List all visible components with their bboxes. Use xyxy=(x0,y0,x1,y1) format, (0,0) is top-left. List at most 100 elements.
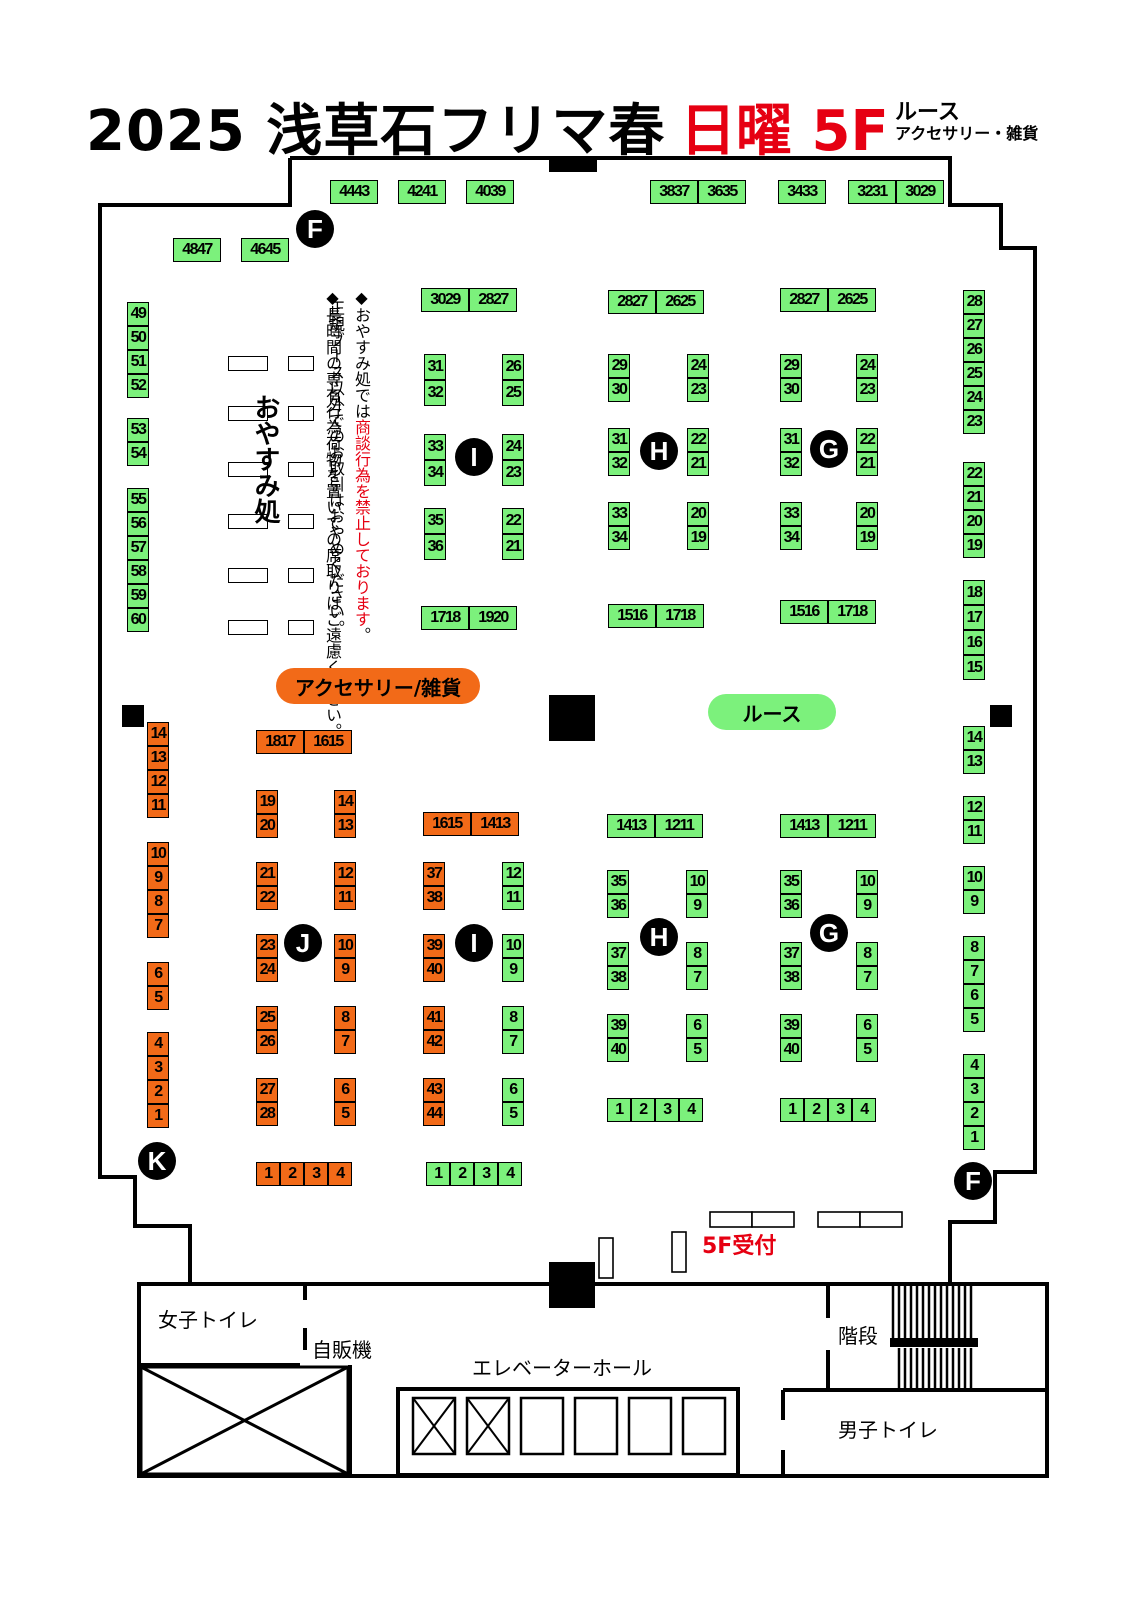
rest-area-title: おやすみ処 xyxy=(250,394,280,524)
island-marker-j: J xyxy=(284,924,322,962)
rest-chair xyxy=(228,356,268,371)
booth-1: 1 xyxy=(426,1162,450,1186)
booth-25: 25 xyxy=(502,380,524,406)
booth-27: 27 xyxy=(256,1078,278,1102)
booth-30-29: 3029 xyxy=(421,288,469,312)
booth-8: 8 xyxy=(963,936,985,960)
rest-chair xyxy=(228,406,268,421)
booth-32: 32 xyxy=(780,452,802,476)
booth-4: 4 xyxy=(679,1098,703,1122)
booth-10: 10 xyxy=(686,870,708,894)
booth-28-27: 2827 xyxy=(780,288,828,312)
booth-58: 58 xyxy=(127,560,149,584)
booth-1: 1 xyxy=(780,1098,804,1122)
zone-label-loose: ルース xyxy=(708,694,836,730)
booth-6: 6 xyxy=(856,1014,878,1038)
booth-8: 8 xyxy=(334,1006,356,1030)
booth-39: 39 xyxy=(423,934,445,958)
booth-4: 4 xyxy=(498,1162,522,1186)
booth-17: 17 xyxy=(963,605,985,630)
booth-5: 5 xyxy=(502,1102,524,1126)
booth-24: 24 xyxy=(687,354,709,378)
booth-10: 10 xyxy=(856,870,878,894)
booth-21: 21 xyxy=(256,862,278,886)
booth-59: 59 xyxy=(127,584,149,608)
booth-35: 35 xyxy=(780,870,802,894)
booth-23: 23 xyxy=(963,410,985,434)
day-floor-label: 日曜 5F xyxy=(680,99,889,164)
booth-56: 56 xyxy=(127,512,149,536)
booth-26-25: 2625 xyxy=(656,290,704,314)
booth-13: 13 xyxy=(334,814,356,838)
booth-25: 25 xyxy=(256,1006,278,1030)
booth-43: 43 xyxy=(423,1078,445,1102)
booth-17-18: 1718 xyxy=(656,604,704,628)
booth-37: 37 xyxy=(423,862,445,886)
booth-15-16: 1516 xyxy=(780,600,828,624)
booth-5: 5 xyxy=(686,1038,708,1062)
men-toilet-label: 男子トイレ xyxy=(838,1418,938,1442)
booth-1: 1 xyxy=(607,1098,631,1122)
booth-22: 22 xyxy=(502,508,524,534)
booth-11: 11 xyxy=(334,886,356,910)
women-toilet-label: 女子トイレ xyxy=(158,1308,258,1332)
booth-6: 6 xyxy=(147,962,169,986)
booth-21: 21 xyxy=(856,452,878,476)
booth-32-31: 3231 xyxy=(848,180,896,204)
booth-9: 9 xyxy=(686,894,708,918)
booth-31: 31 xyxy=(608,428,630,452)
booth-7: 7 xyxy=(502,1030,524,1054)
booth-19-20: 1920 xyxy=(469,606,517,630)
booth-12: 12 xyxy=(963,796,985,820)
booth-21: 21 xyxy=(502,534,524,560)
booth-8: 8 xyxy=(686,942,708,966)
booth-3: 3 xyxy=(304,1162,328,1186)
stairs-label: 階段 xyxy=(838,1324,878,1348)
booth-3: 3 xyxy=(147,1056,169,1080)
booth-5: 5 xyxy=(856,1038,878,1062)
booth-9: 9 xyxy=(502,958,524,982)
booth-30: 30 xyxy=(780,378,802,402)
rest-chair xyxy=(288,356,314,371)
booth-17-18: 1718 xyxy=(421,606,469,630)
booth-16-15: 1615 xyxy=(304,730,352,754)
booth-9: 9 xyxy=(963,890,985,914)
rest-area-note-1: ◆おやすみ処では商談行為を禁止しております。 xyxy=(352,288,371,643)
island-marker-k: K xyxy=(138,1142,176,1180)
booth-1: 1 xyxy=(963,1126,985,1150)
booth-23: 23 xyxy=(856,378,878,402)
booth-38: 38 xyxy=(607,966,629,990)
booth-12: 12 xyxy=(334,862,356,886)
booth-26: 26 xyxy=(256,1030,278,1054)
booth-15: 15 xyxy=(963,655,985,680)
booth-19: 19 xyxy=(256,790,278,814)
island-marker-i: I xyxy=(455,924,493,962)
booth-3: 3 xyxy=(655,1098,679,1122)
booth-28-27: 2827 xyxy=(608,290,656,314)
booth-20: 20 xyxy=(856,502,878,526)
booth-15-16: 1516 xyxy=(608,604,656,628)
booth-20: 20 xyxy=(687,502,709,526)
booth-27: 27 xyxy=(963,314,985,338)
booth-28-27: 2827 xyxy=(469,288,517,312)
booth-24: 24 xyxy=(963,386,985,410)
booth-17-18: 1718 xyxy=(828,600,876,624)
booth-22: 22 xyxy=(256,886,278,910)
vending-machine-label: 自販機 xyxy=(312,1338,372,1362)
booth-30-29: 3029 xyxy=(896,180,944,204)
booth-34: 34 xyxy=(608,526,630,550)
booth-23: 23 xyxy=(256,934,278,958)
booth-34-33: 3433 xyxy=(778,180,826,204)
booth-30: 30 xyxy=(608,378,630,402)
booth-11: 11 xyxy=(963,820,985,844)
booth-57: 57 xyxy=(127,536,149,560)
booth-36: 36 xyxy=(607,894,629,918)
island-marker-g: G xyxy=(810,914,848,952)
rest-chair xyxy=(288,462,314,477)
booth-44-43: 4443 xyxy=(330,180,378,204)
booth-36-35: 3635 xyxy=(698,180,746,204)
booth-41: 41 xyxy=(423,1006,445,1030)
booth-9: 9 xyxy=(147,866,169,890)
booth-26-25: 2625 xyxy=(828,288,876,312)
booth-46-45: 4645 xyxy=(241,238,289,262)
